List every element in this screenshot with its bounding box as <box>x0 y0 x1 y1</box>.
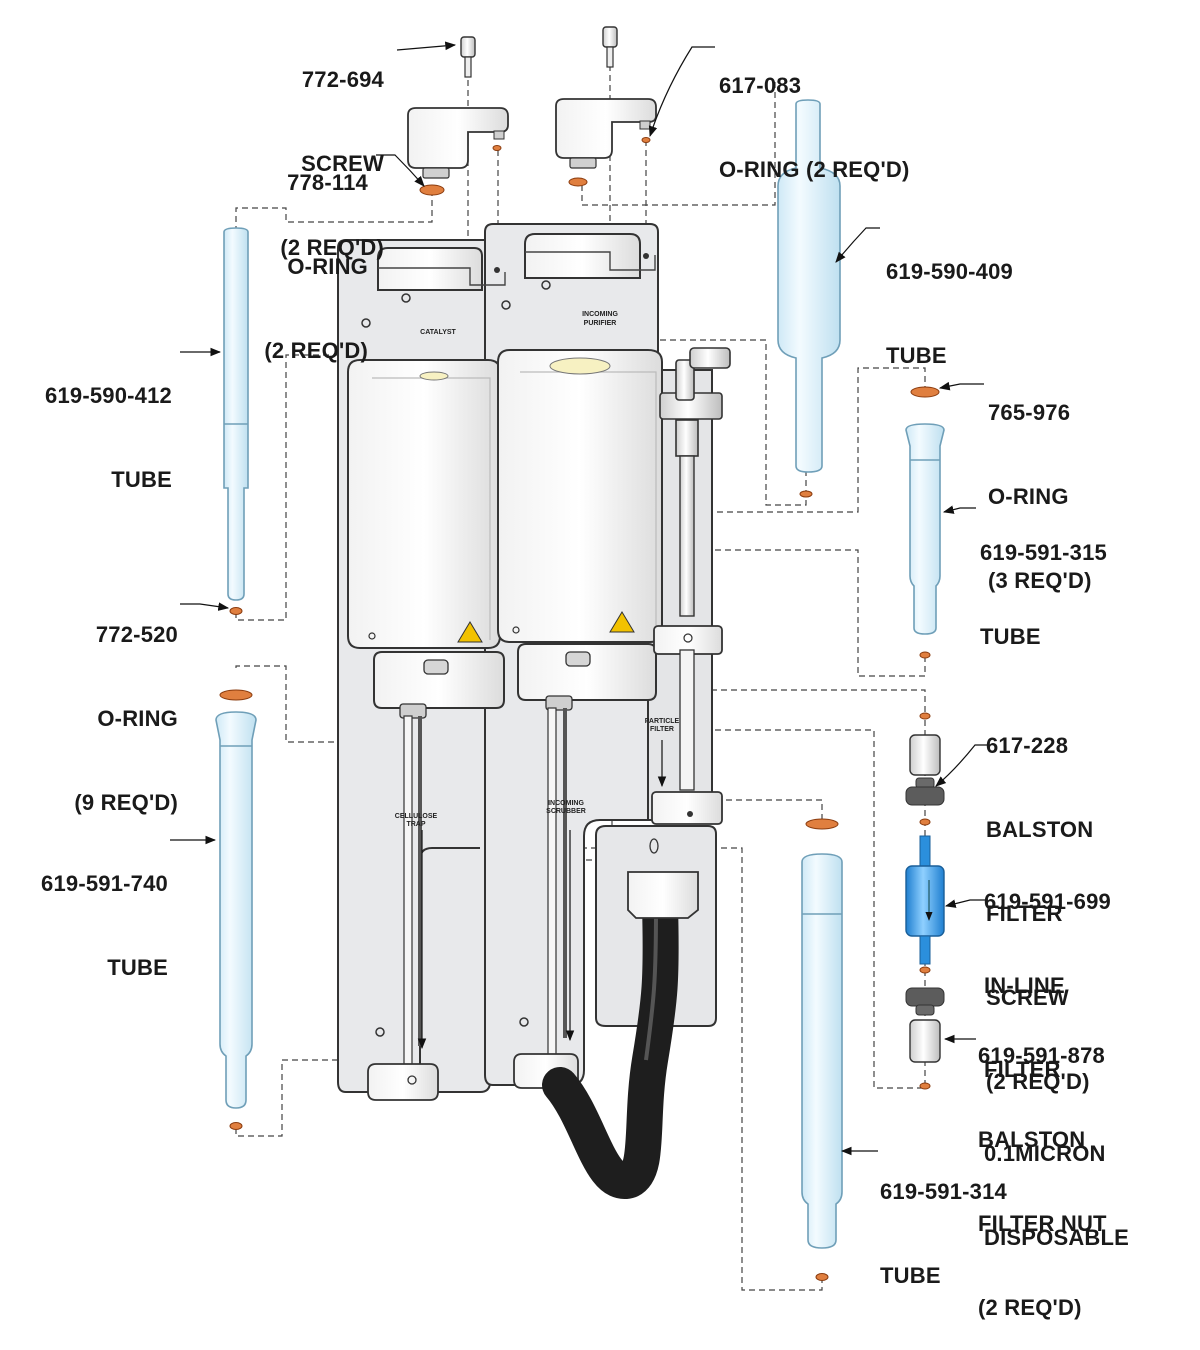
warning-icon <box>457 621 483 643</box>
part-number: 617-228 <box>986 733 1069 758</box>
part-name: SCREW <box>986 985 1069 1010</box>
black-hose <box>542 871 699 1199</box>
part-qty: (3 REQ'D) <box>988 568 1092 593</box>
o-rings <box>219 137 940 1281</box>
callout-tube-619-590-409: 619-590-409 TUBE <box>886 202 1013 398</box>
incoming-scrubber-label: INCOMING <box>548 800 584 807</box>
part-number: 619-591-740 <box>41 871 168 896</box>
part-spec: 0.1MICRON <box>984 1141 1106 1166</box>
panel-manifold-right <box>524 233 656 279</box>
callout-balston-filter-nut: 619-591-878 BALSTON FILTER NUT (2 REQ'D) <box>978 986 1107 1350</box>
part-spec: DISPOSABLE <box>984 1225 1130 1250</box>
part-number: 772-520 <box>95 622 178 647</box>
callout-tube-619-591-315: 619-591-315 TUBE <box>980 483 1107 679</box>
callout-oring-778-114: 778-114 O-RING (2 REQ'D) <box>230 113 368 393</box>
part-number: 619-591-878 <box>978 1043 1105 1068</box>
incoming-purifier-label: PURIFIER <box>584 320 617 327</box>
part-name: IN-LINE <box>984 973 1065 998</box>
part-name: O-RING <box>97 706 178 731</box>
screw-part <box>602 26 618 68</box>
tube-619-590-412 <box>223 227 249 601</box>
bottom-fitting-left <box>367 1063 439 1101</box>
part-qty: (2 REQ'D) <box>264 338 368 363</box>
cellulose-trap-label: CELLULOSE <box>395 813 438 820</box>
part-qty: (2 REQ'D) <box>280 235 384 260</box>
cellulose-trap-label: TRAP <box>406 821 425 828</box>
elbow-fitting <box>659 347 731 617</box>
part-number: 619-591-315 <box>980 540 1107 565</box>
part-number: 619-590-412 <box>45 383 172 408</box>
incoming-purifier-label: INCOMING <box>582 311 618 318</box>
part-number: 765-976 <box>988 400 1071 425</box>
part-number: 617-083 <box>719 73 802 98</box>
callout-balston-filter-screw: 617-228 BALSTON FILTER SCREW (2 REQ'D) <box>986 676 1093 1124</box>
warning-icon <box>609 611 635 633</box>
callout-tube-619-590-412: 619-590-412 TUBE <box>20 326 172 522</box>
part-number: 619-591-314 <box>880 1179 1007 1204</box>
particle-filter-label: PARTICLE <box>645 718 680 725</box>
part-name: TUBE <box>980 624 1041 649</box>
inline-filter-part <box>905 835 945 965</box>
part-name: O-RING <box>287 254 368 279</box>
part-number: 619-590-409 <box>886 259 1013 284</box>
part-name: SCREW <box>301 151 384 176</box>
tube-619-590-409 <box>777 99 841 473</box>
part-name: TUBE <box>107 955 168 980</box>
balston-filter-nut-part <box>905 987 945 1063</box>
callout-oring-617-083: 617-083 O-RING (2 REQ'D) <box>719 16 910 212</box>
part-name: TUBE <box>886 343 947 368</box>
callout-inline-filter: 619-591-699 IN-LINE FILTER 0.1MICRON DIS… <box>984 832 1129 1280</box>
catalyst-label: CATALYST <box>420 329 456 336</box>
tube-619-591-314 <box>801 853 843 1249</box>
part-name: TUBE <box>111 467 172 492</box>
leader-arrows <box>170 41 990 1156</box>
part-name: BALSTON <box>986 817 1094 842</box>
top-block-left <box>407 107 509 179</box>
part-name: O-RING (2 REQ'D) <box>719 157 910 182</box>
screw-part <box>460 36 476 78</box>
part-qty: (2 REQ'D) <box>986 1069 1090 1094</box>
part-name: FILTER NUT <box>978 1211 1107 1236</box>
part-name: O-RING <box>988 484 1069 509</box>
part-name: TUBE <box>880 1263 941 1288</box>
callout-screw: 772-694 SCREW (2 REQ'D) <box>250 10 384 290</box>
part-number: 772-694 <box>301 67 384 92</box>
part-name: FILTER <box>984 1057 1061 1082</box>
particle-filter-assembly <box>651 625 723 825</box>
particle-filter-label: FILTER <box>650 726 674 733</box>
part-qty: (9 REQ'D) <box>74 790 178 815</box>
tube-619-591-315 <box>905 423 945 635</box>
purifier-cartridge <box>497 349 663 643</box>
callout-tube-619-591-314: 619-591-314 TUBE <box>880 1122 1007 1318</box>
exploded-diagram: CATALYST INCOMING PURIFIER CELLULOSE TRA… <box>170 26 990 1291</box>
part-number: 778-114 <box>287 170 368 195</box>
tube-619-591-740 <box>215 711 257 1109</box>
balston-filter-screw-part <box>905 734 945 806</box>
callout-oring-772-520: 772-520 O-RING (9 REQ'D) <box>40 565 178 845</box>
part-name: FILTER <box>986 901 1063 926</box>
top-block-right <box>555 98 657 169</box>
callout-tube-619-591-740: 619-591-740 TUBE <box>14 814 168 1010</box>
incoming-scrubber-label: SCRUBBER <box>546 808 586 815</box>
panel-manifold-left <box>377 247 506 291</box>
part-name: BALSTON <box>978 1127 1086 1152</box>
part-number: 619-591-699 <box>984 889 1111 914</box>
callout-oring-765-976: 765-976 O-RING (3 REQ'D) <box>988 343 1092 623</box>
catalyst-cartridge <box>347 359 501 649</box>
